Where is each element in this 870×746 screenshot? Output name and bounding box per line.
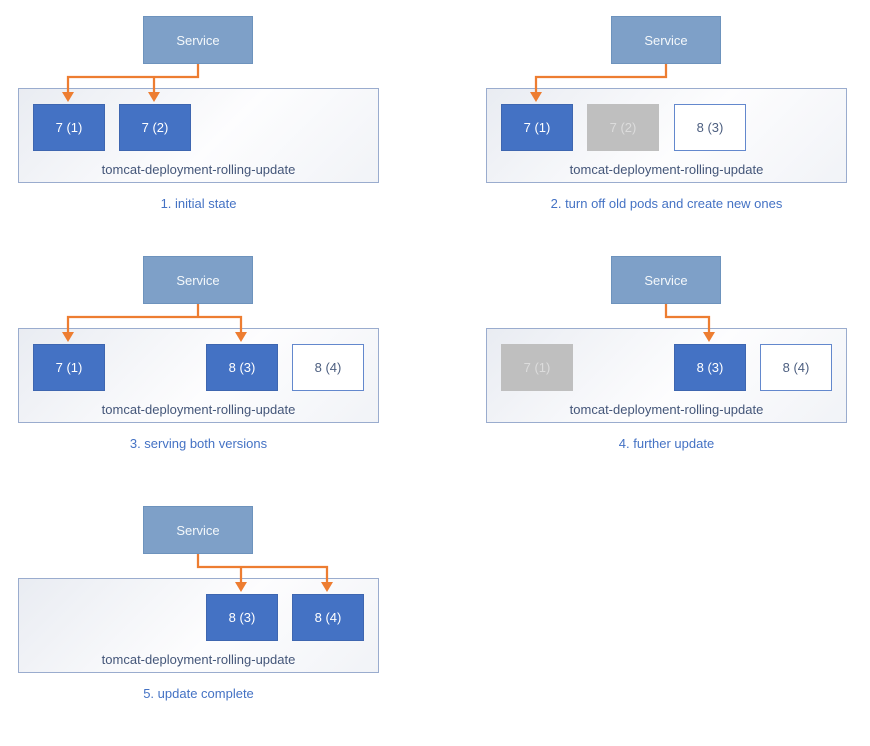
deployment-label: tomcat-deployment-rolling-update: [569, 402, 764, 417]
panel-further-update: Service 7 (1) 8 (3) 8 (4) tomcat-deploym…: [435, 256, 870, 496]
panel-caption: 2. turn off old pods and create new ones: [550, 196, 783, 211]
pod-8-3: 8 (3): [206, 344, 278, 391]
deployment-label: tomcat-deployment-rolling-update: [101, 162, 296, 177]
service-box: Service: [143, 256, 253, 304]
pod-7-1: 7 (1): [33, 344, 105, 391]
deployment-label: tomcat-deployment-rolling-update: [101, 402, 296, 417]
panel-turn-off-old-pods: Service 7 (1) 7 (2) 8 (3) tomcat-deploym…: [435, 16, 870, 256]
service-box: Service: [611, 256, 721, 304]
panel-serving-both-versions: Service 7 (1) 8 (3) 8 (4) tomcat-deploym…: [0, 256, 435, 496]
service-box: Service: [143, 506, 253, 554]
pod-8-3: 8 (3): [674, 344, 746, 391]
deployment-label: tomcat-deployment-rolling-update: [101, 652, 296, 667]
deployment-container: 7 (1) 7 (2) 8 (3) tomcat-deployment-roll…: [486, 88, 847, 183]
pod-7-2: 7 (2): [119, 104, 191, 151]
deployment-label: tomcat-deployment-rolling-update: [569, 162, 764, 177]
deployment-container: 7 (1) 8 (3) 8 (4) tomcat-deployment-roll…: [486, 328, 847, 423]
panel-caption: 1. initial state: [160, 196, 237, 211]
pod-7-1: 7 (1): [33, 104, 105, 151]
panel-caption: 4. further update: [618, 436, 715, 451]
deployment-container: 8 (3) 8 (4) tomcat-deployment-rolling-up…: [18, 578, 379, 673]
pod-8-4: 8 (4): [292, 344, 364, 391]
panel-update-complete: Service 8 (3) 8 (4) tomcat-deployment-ro…: [0, 506, 435, 746]
panel-caption: 5. update complete: [143, 686, 254, 701]
panel-caption: 3. serving both versions: [129, 436, 268, 451]
service-box: Service: [143, 16, 253, 64]
pod-7-2: 7 (2): [587, 104, 659, 151]
pod-7-1: 7 (1): [501, 104, 573, 151]
pod-8-4: 8 (4): [292, 594, 364, 641]
panel-initial-state: Service 7 (1) 7 (2) tomcat-deployment-ro…: [0, 16, 435, 256]
deployment-container: 7 (1) 7 (2) tomcat-deployment-rolling-up…: [18, 88, 379, 183]
service-box: Service: [611, 16, 721, 64]
deployment-container: 7 (1) 8 (3) 8 (4) tomcat-deployment-roll…: [18, 328, 379, 423]
pod-7-1: 7 (1): [501, 344, 573, 391]
pod-8-4: 8 (4): [760, 344, 832, 391]
pod-8-3: 8 (3): [206, 594, 278, 641]
pod-8-3: 8 (3): [674, 104, 746, 151]
